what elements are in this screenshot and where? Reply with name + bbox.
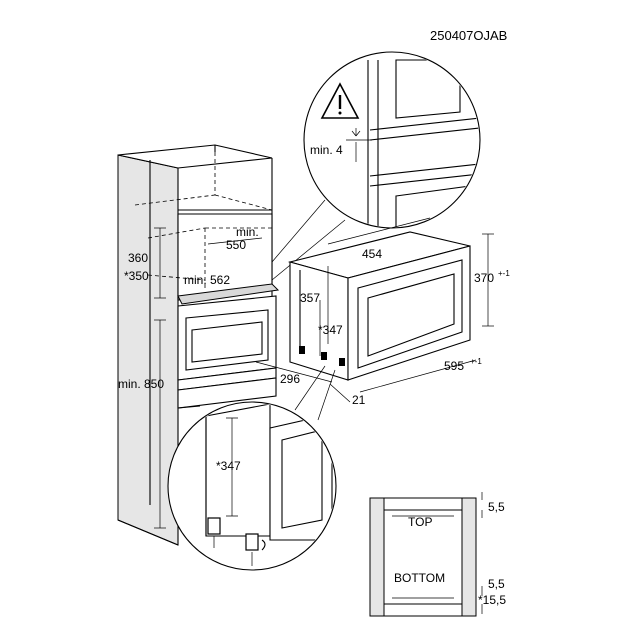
mounting-bracket-icon [207, 517, 266, 566]
dim-min-850: min. 850 [118, 377, 164, 391]
dim-347-detail: *347 [216, 459, 241, 473]
dim-21: 21 [352, 393, 366, 407]
tall-cabinet [117, 144, 280, 546]
dim-5-5-bottom: 5,5 [488, 577, 505, 591]
cabinet-dimensions: 360 *350 min. 550 min. 562 min. 850 [118, 225, 263, 529]
dim-min-550-a: min. [236, 225, 259, 239]
detail-circle-bottom: *347 [167, 365, 337, 571]
dim-595: 595 [444, 359, 464, 373]
dim-347: *347 [318, 323, 343, 337]
dim-454: 454 [362, 247, 382, 261]
label-top: TOP [408, 515, 432, 529]
microwave-appliance [287, 231, 471, 381]
dim-min-4: min. 4 [310, 143, 343, 157]
dim-595-tolerance: +-1 [470, 357, 482, 366]
frame-profile-detail: TOP BOTTOM 5,5 5,5 *15,5 [369, 492, 506, 617]
dim-350: *350 [124, 269, 149, 283]
dim-370-tolerance: +-1 [498, 269, 510, 278]
microwave-dimensions: 454 370 +-1 357 *347 296 595 +-1 21 [255, 217, 510, 407]
warning-triangle-icon [320, 82, 360, 119]
dim-357: 357 [300, 291, 320, 305]
label-bottom: BOTTOM [394, 571, 445, 585]
dim-370: 370 [474, 271, 494, 285]
dim-15-5: *15,5 [478, 593, 506, 607]
document-code: 250407OJAB [430, 28, 507, 43]
dim-296: 296 [280, 372, 300, 386]
dim-5-5-top: 5,5 [488, 500, 505, 514]
dim-min-562: min. 562 [184, 273, 230, 287]
dim-360: 360 [128, 251, 148, 265]
